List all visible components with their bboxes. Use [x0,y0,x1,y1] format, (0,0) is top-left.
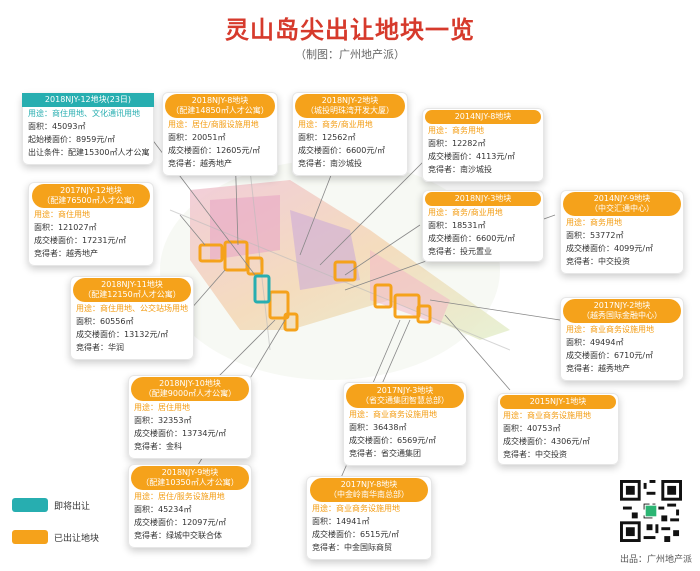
card-use: 用途：居住/商服设施用地 [168,120,259,129]
card-buyer: 竞得者：南沙城投 [298,159,362,168]
qr-code-icon [620,480,682,542]
parcel-card-2014njy-8[interactable]: 2014NJY-8地块 用途：商务用地 面积：12282㎡ 成交楼面价：4113… [422,108,544,182]
card-area: 面积：60556㎡ [76,317,134,326]
card-buyer: 竞得者：越秀地产 [566,364,630,373]
legend-upcoming-label: 即将出让 [54,502,91,512]
card-price: 成交楼面价：6710元/㎡ [566,351,654,360]
card-use: 用途：商业商务设施用地 [349,410,437,419]
card-price: 成交楼面价：12097元/㎡ [134,518,227,527]
card-buyer: 竞得者：投元置业 [428,247,492,256]
card-use: 用途：商业商务设施用地 [566,325,654,334]
card-price: 成交楼面价：4306元/㎡ [503,437,591,446]
card-area: 面积：53772㎡ [566,231,624,240]
card-header: 2018NJY-3地块 [425,192,541,206]
card-header: 2018NJY-2地块 （城投明珠湾开发大厦） [295,94,405,118]
card-header: 2018NJY-9地块 （配建10350㎡人才公寓） [131,466,249,490]
card-buyer: 竞得者：华润 [76,343,124,352]
card-header: 2014NJY-9地块 （中交汇通中心） [563,192,681,216]
card-buyer: 竞得者：中交投资 [566,257,630,266]
card-use: 用途：商住用地 [34,210,90,219]
parcel-card-2017njy-8[interactable]: 2017NJY-8地块 （中金岭南华南总部） 用途：商业商务设施用地 面积：14… [306,476,432,560]
card-area: 面积：12562㎡ [298,133,356,142]
card-use: 用途：商务/商业用地 [428,208,503,217]
card-header: 2015NJY-1地块 [500,395,616,409]
card-area: 面积：40753㎡ [503,424,561,433]
legend-upcoming-swatch [12,498,48,512]
card-price: 成交楼面价：6600元/㎡ [298,146,386,155]
card-extra: 出让条件：配建15300㎡人才公寓 [28,148,150,157]
card-price: 成交楼面价：4099元/㎡ [566,244,654,253]
card-buyer: 竞得者：金科 [134,442,182,451]
card-buyer: 竞得者：省交通集团 [349,449,421,458]
upcoming-parcel [253,274,271,304]
legend-sold-swatch [12,530,48,544]
card-area: 面积：18531㎡ [428,221,486,230]
card-use: 用途：商住用地、公交站场用地 [76,304,188,313]
source-credit: 出品：广州地产派 [619,555,692,565]
card-use: 用途：商务用地 [428,126,484,135]
card-area: 面积：14941㎡ [312,517,370,526]
card-price: 成交楼面价：17231元/㎡ [34,236,127,245]
card-price: 成交楼面价：6569元/㎡ [349,436,437,445]
card-buyer: 竞得者：绿城中交联合体 [134,531,222,540]
card-price: 成交楼面价：13734元/㎡ [134,429,227,438]
card-header: 2017NJY-3地块 （省交通集团智慧总部） [346,384,464,408]
page-title: 灵山岛尖出让地块一览 [225,16,475,44]
card-buyer: 竞得者：越秀地产 [34,249,98,258]
card-use: 用途：商住用地、文化通讯用地 [28,109,140,118]
card-use: 用途：商业商务设施用地 [503,411,591,420]
card-area: 面积：45234㎡ [134,505,192,514]
card-area: 面积：121027㎡ [34,223,97,232]
card-area: 面积：20051㎡ [168,133,226,142]
page-subtitle: （制图：广州地产派） [295,48,405,61]
card-buyer: 竞得者：中金国际商贸 [312,543,392,552]
card-price: 成交楼面价：12605元/㎡ [168,146,261,155]
card-header: 2018NJY-8地块 （配建14850㎡人才公寓） [165,94,275,118]
card-area: 面积：49494㎡ [566,338,624,347]
card-use: 用途：商业商务设施用地 [312,504,400,513]
card-use: 用途：商务/商业用地 [298,120,373,129]
parcel-card-2018njy-2[interactable]: 2018NJY-2地块 （城投明珠湾开发大厦） 用途：商务/商业用地 面积：12… [292,92,408,176]
card-buyer: 竞得者：越秀地产 [168,159,232,168]
parcel-card-2017njy-3[interactable]: 2017NJY-3地块 （省交通集团智慧总部） 用途：商业商务设施用地 面积：3… [343,382,467,466]
parcel-card-2018njy-9[interactable]: 2018NJY-9地块 （配建10350㎡人才公寓） 用途：居住/服务设施用地 … [128,464,252,548]
card-header: 2018NJY-10地块 （配建9000㎡人才公寓） [131,377,249,401]
parcel-card-2017njy-12[interactable]: 2017NJY-12地块 （配建76500㎡人才公寓） 用途：商住用地 面积：1… [28,182,154,266]
card-buyer: 竞得者：中交投资 [503,450,567,459]
card-header: 2017NJY-8地块 （中金岭南华南总部） [310,478,428,502]
parcel-card-2018njy-12[interactable]: 2018NJY-12地块(23日) 用途：商住用地、文化通讯用地 面积：4509… [22,93,154,165]
card-header: 2017NJY-2地块 （越秀国际金融中心） [563,299,681,323]
card-price: 成交楼面价：4113元/㎡ [428,152,516,161]
parcel-card-2018njy-11[interactable]: 2018NJY-11地块 （配建12150㎡人才公寓） 用途：商住用地、公交站场… [70,276,194,360]
legend-sold-label: 已出让地块 [54,534,100,544]
card-header: 2018NJY-12地块(23日) [22,93,154,107]
card-price: 成交楼面价：6600元/㎡ [428,234,516,243]
card-area: 面积：45093㎡ [28,122,86,131]
card-header: 2017NJY-12地块 （配建76500㎡人才公寓） [32,184,150,208]
parcel-card-2018njy-3[interactable]: 2018NJY-3地块 用途：商务/商业用地 面积：18531㎡ 成交楼面价：6… [422,190,544,262]
card-use: 用途：居住/服务设施用地 [134,492,225,501]
card-header: 2014NJY-8地块 [425,110,541,124]
card-header: 2018NJY-11地块 （配建12150㎡人才公寓） [73,278,191,302]
card-area: 面积：32353㎡ [134,416,192,425]
island-map [160,160,510,380]
parcel-card-2017njy-2[interactable]: 2017NJY-2地块 （越秀国际金融中心） 用途：商业商务设施用地 面积：49… [560,297,684,381]
card-price: 起始楼面价：8959元/㎡ [28,135,116,144]
parcel-card-2018njy-10[interactable]: 2018NJY-10地块 （配建9000㎡人才公寓） 用途：居住用地 面积：32… [128,375,252,459]
card-area: 面积：12282㎡ [428,139,486,148]
card-price: 成交楼面价：13132元/㎡ [76,330,169,339]
parcel-card-2014njy-9[interactable]: 2014NJY-9地块 （中交汇通中心） 用途：商务用地 面积：53772㎡ 成… [560,190,684,274]
parcel-card-2015njy-1[interactable]: 2015NJY-1地块 用途：商业商务设施用地 面积：40753㎡ 成交楼面价：… [497,393,619,465]
card-buyer: 竞得者：南沙城投 [428,165,492,174]
card-use: 用途：商务用地 [566,218,622,227]
card-price: 成交楼面价：6515元/㎡ [312,530,400,539]
card-area: 面积：36438㎡ [349,423,407,432]
card-use: 用途：居住用地 [134,403,190,412]
parcel-card-2018njy-8[interactable]: 2018NJY-8地块 （配建14850㎡人才公寓） 用途：居住/商服设施用地 … [162,92,278,176]
